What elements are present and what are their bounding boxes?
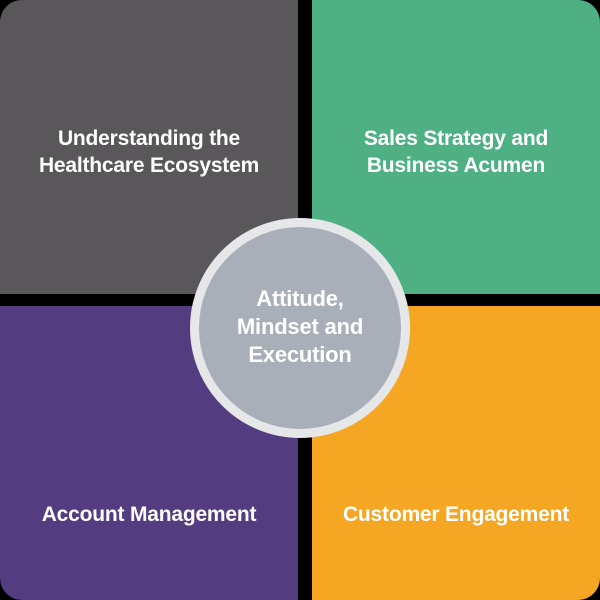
quadrant-top-right-label: Sales Strategy and Business Acumen (363, 127, 549, 177)
center-hub-circle[interactable]: Attitude, Mindset and Execution (190, 218, 410, 438)
quadrant-bottom-right-label: Customer Engagement (342, 503, 570, 526)
quadrant-top-left[interactable]: Understanding the Healthcare Ecosystem (0, 0, 298, 294)
quadrant-top-right[interactable]: Sales Strategy and Business Acumen (312, 0, 600, 294)
quadrant-top-left-label: Understanding the Healthcare Ecosystem (38, 127, 260, 177)
quadrant-bottom-left-label: Account Management (41, 503, 257, 526)
center-hub-label: Attitude, Mindset and Execution (236, 285, 364, 368)
